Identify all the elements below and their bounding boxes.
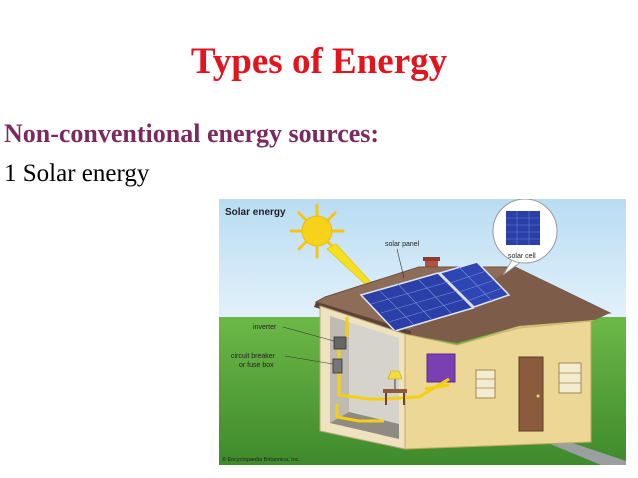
solar-cell-callout: [492, 199, 558, 276]
slide-subtitle: Non-conventional energy sources:: [4, 119, 380, 148]
solar-energy-illustration: Solar energy: [219, 199, 626, 465]
label-solar-panel: solar panel: [385, 241, 420, 248]
side-table: [383, 389, 407, 405]
lamp-icon: [387, 370, 403, 389]
electrical-wiring: [335, 317, 450, 423]
interior-window: [426, 353, 456, 383]
bullet-item-solar-energy: 1 Solar energy: [4, 160, 150, 187]
house-window: [558, 362, 582, 394]
label-solar-cell: solar cell: [508, 253, 536, 260]
house-door: [518, 356, 544, 432]
figure-heading: Solar energy: [225, 207, 286, 218]
slide-title: Types of Energy: [190, 41, 448, 82]
label-fuse-box: or fuse box: [239, 362, 274, 369]
inverter-box: [333, 336, 347, 350]
solar-panel-leader: [396, 248, 405, 279]
circuit-breaker-box: [332, 358, 343, 374]
house-window: [475, 369, 496, 399]
figure-credit: © Encyclopædia Britannica, Inc.: [222, 456, 301, 463]
sun-icon: [289, 203, 345, 259]
label-inverter: inverter: [253, 324, 277, 331]
label-circuit-breaker: circuit breaker: [231, 353, 276, 360]
inverter-leader: [282, 326, 335, 342]
circuit-breaker-leader: [284, 355, 334, 365]
solar-panel-array: [359, 261, 511, 332]
